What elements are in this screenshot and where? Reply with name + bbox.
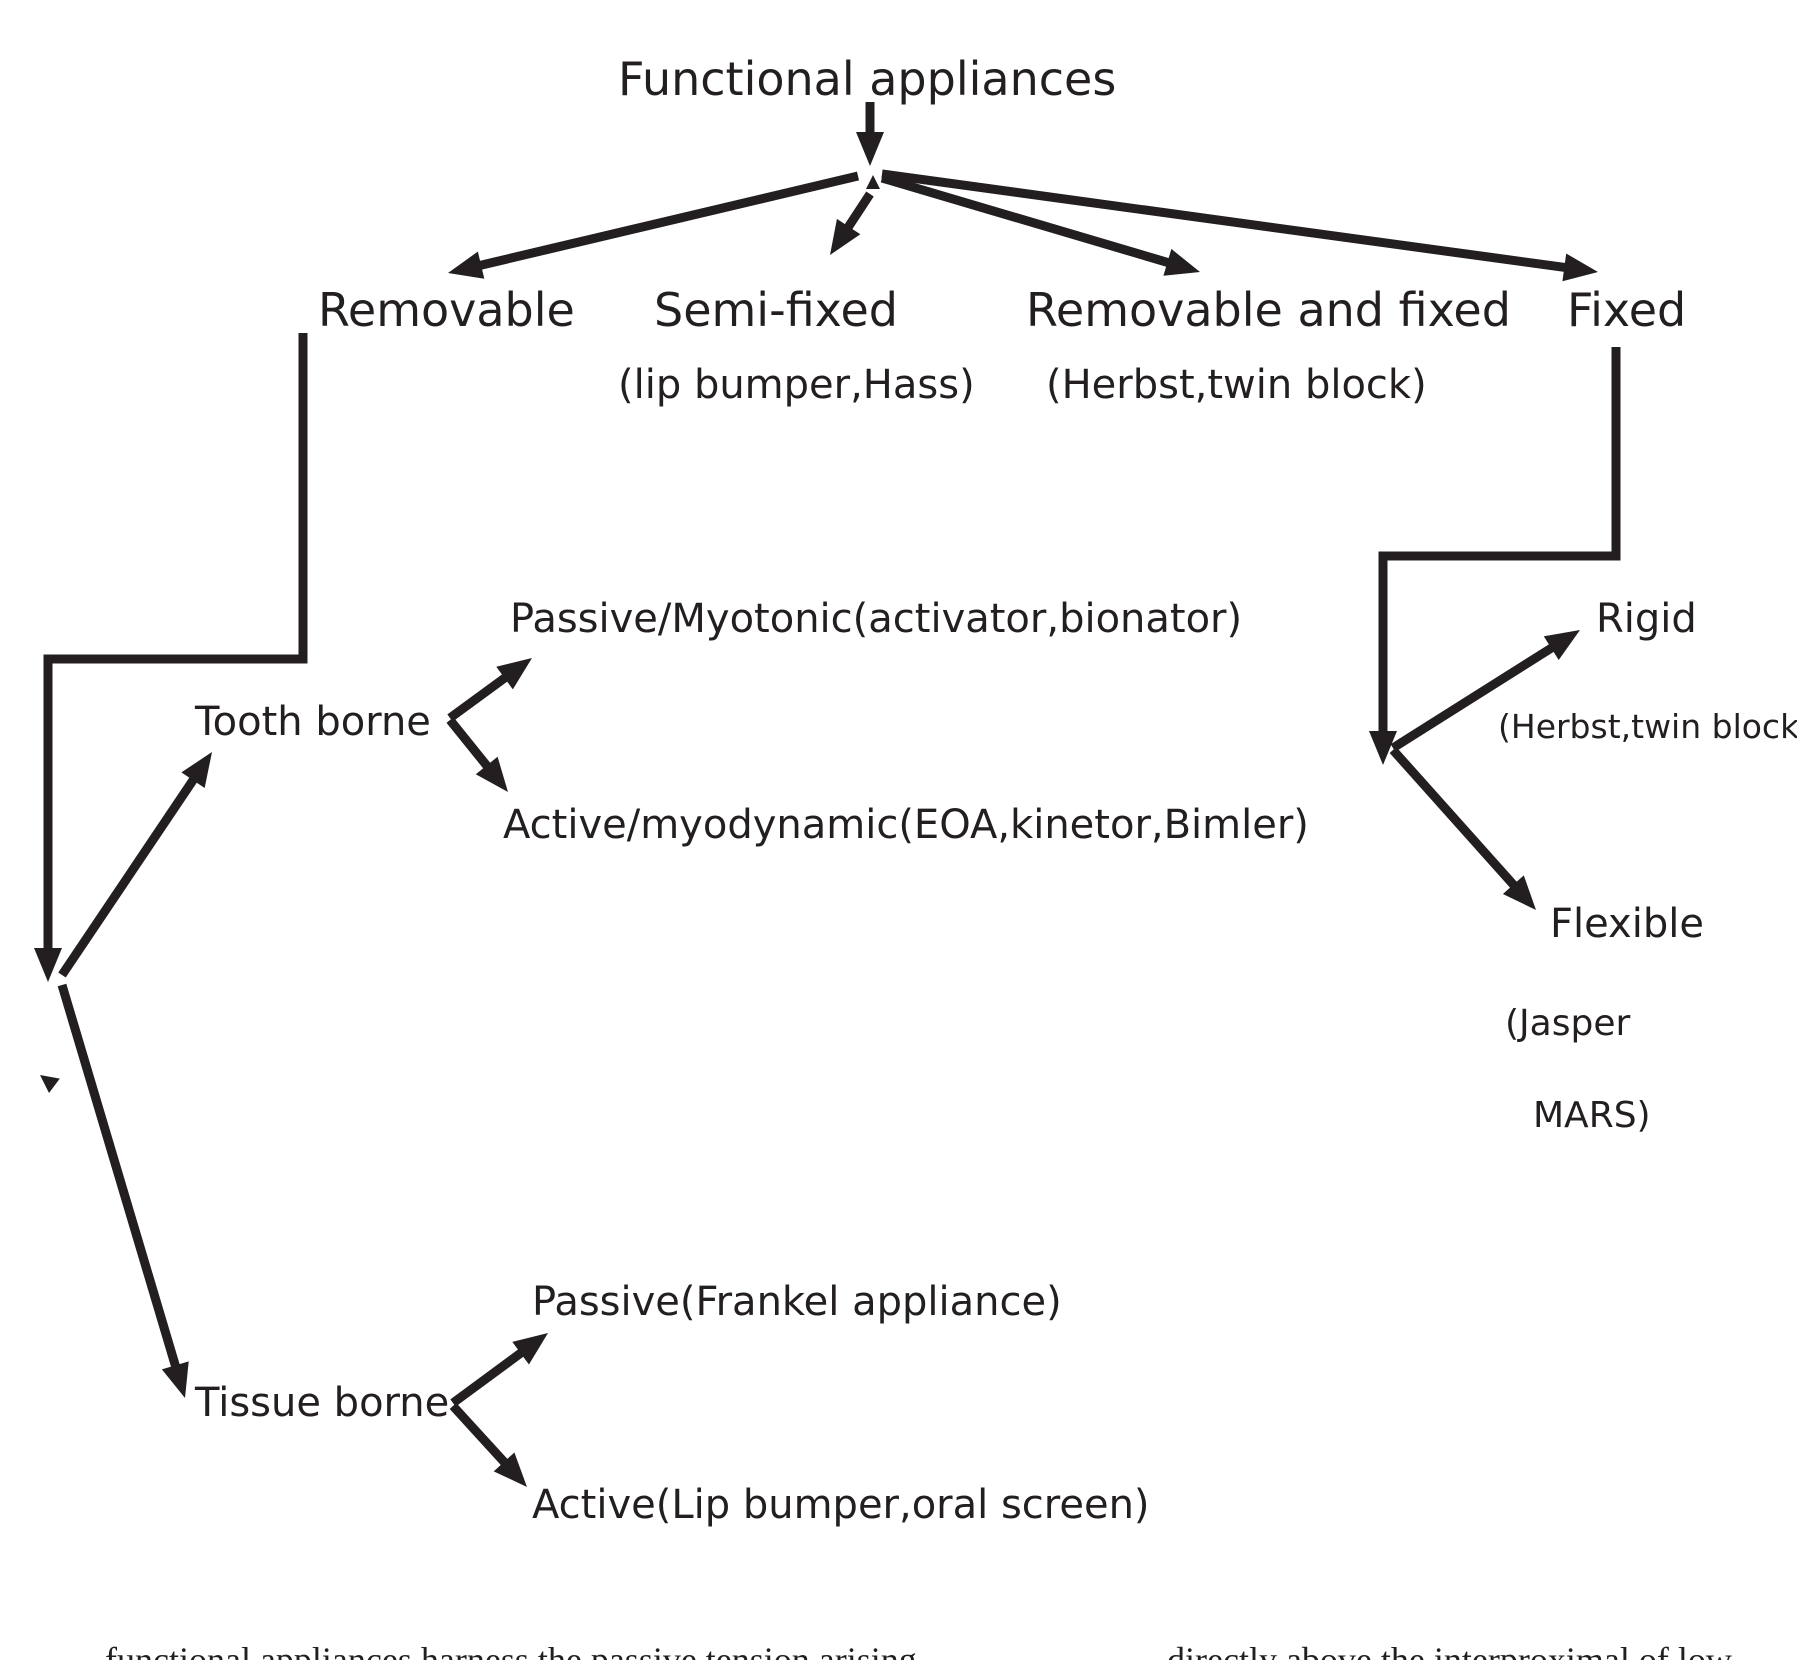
title-functional-appliances: Functional appliances — [618, 52, 1116, 106]
arrow-stem-to-tooth-borne-line — [58, 771, 202, 978]
arrow-fixed-to-rigid-line — [1390, 640, 1561, 752]
arrow-tooth-to-passive-line — [447, 669, 514, 722]
connector-layer — [34, 102, 1621, 1487]
arrow-stem-to-tooth-borne-arrowhead — [181, 752, 212, 789]
tooth-borne-active: Active/myodynamic(EOA,kinetor,Bimler) — [503, 802, 1309, 848]
arrow-hub-to-fixed-line — [881, 169, 1573, 273]
arrow-stem-to-tissue-borne-line — [57, 983, 182, 1375]
arrow-title-to-hub-arrowhead — [856, 132, 884, 166]
arrow-tissue-to-active-line — [449, 1402, 513, 1471]
tissue-borne-passive: Passive(Frankel appliance) — [532, 1279, 1062, 1325]
arrow-stem-to-tissue-borne-arrowhead — [161, 1361, 189, 1398]
fixed-flexible-examples-line1: (Jasper — [1505, 1003, 1630, 1044]
arrow-hub-to-removable-line — [472, 171, 860, 272]
fixed-rigid-examples: (Herbst,twin block) — [1498, 707, 1797, 746]
arrow-fixed-to-rigid-arrowhead — [1543, 630, 1580, 660]
arrow-hub-to-fixed-arrowhead — [1562, 253, 1598, 282]
arrow-tooth-to-active-line — [446, 717, 496, 775]
tooth-borne: Tooth borne — [194, 699, 431, 745]
connector-fixed-elbow — [1378, 347, 1621, 740]
body-text-right-fragment: directly above the interproximal of low — [1167, 1640, 1732, 1660]
arrow-fixed-to-flexible-arrowhead — [1502, 875, 1536, 910]
hub-marker — [866, 175, 880, 189]
tissue-borne-active: Active(Lip bumper,oral screen) — [532, 1482, 1150, 1528]
arrow-tissue-to-passive-line — [450, 1344, 530, 1407]
arrow-tissue-to-active-arrowhead — [493, 1452, 527, 1487]
arrow-hub-to-removable-arrowhead — [448, 251, 485, 279]
category-semi-fixed: Semi-fixed — [654, 283, 898, 337]
fixed-flexible-examples-line2: MARS) — [1533, 1095, 1651, 1136]
arrow-tissue-to-passive-arrowhead — [512, 1333, 548, 1365]
category-fixed: Fixed — [1567, 283, 1686, 337]
tissue-borne: Tissue borne — [194, 1380, 449, 1426]
body-text-left-fragment: functional appliances harness the passiv… — [105, 1640, 917, 1660]
arrow-tooth-to-active-arrowhead — [475, 756, 508, 792]
arrowhead-fixed-stem — [1369, 731, 1397, 765]
category-removable: Removable — [318, 283, 575, 337]
arrowhead-removable-stem — [34, 948, 62, 982]
stray-marker — [40, 1075, 60, 1093]
arrow-fixed-to-flexible-line — [1389, 747, 1523, 894]
connector-removable-elbow — [43, 333, 308, 955]
fixed-rigid: Rigid — [1596, 596, 1697, 642]
arrow-tooth-to-passive-arrowhead — [496, 658, 532, 690]
arrow-hub-to-removable-and-fixed-line — [880, 173, 1177, 269]
removable-and-fixed-examples: (Herbst,twin block) — [1046, 362, 1427, 408]
tooth-borne-passive: Passive/Myotonic(activator,bionator) — [510, 596, 1242, 642]
category-removable-and-fixed: Removable and fixed — [1026, 283, 1511, 337]
semi-fixed-examples: (lip bumper,Hass) — [618, 362, 975, 408]
fixed-flexible: Flexible — [1550, 901, 1704, 947]
arrow-hub-to-removable-and-fixed-arrowhead — [1163, 248, 1200, 276]
arrow-hub-to-semi-fixed-arrowhead — [830, 218, 861, 255]
